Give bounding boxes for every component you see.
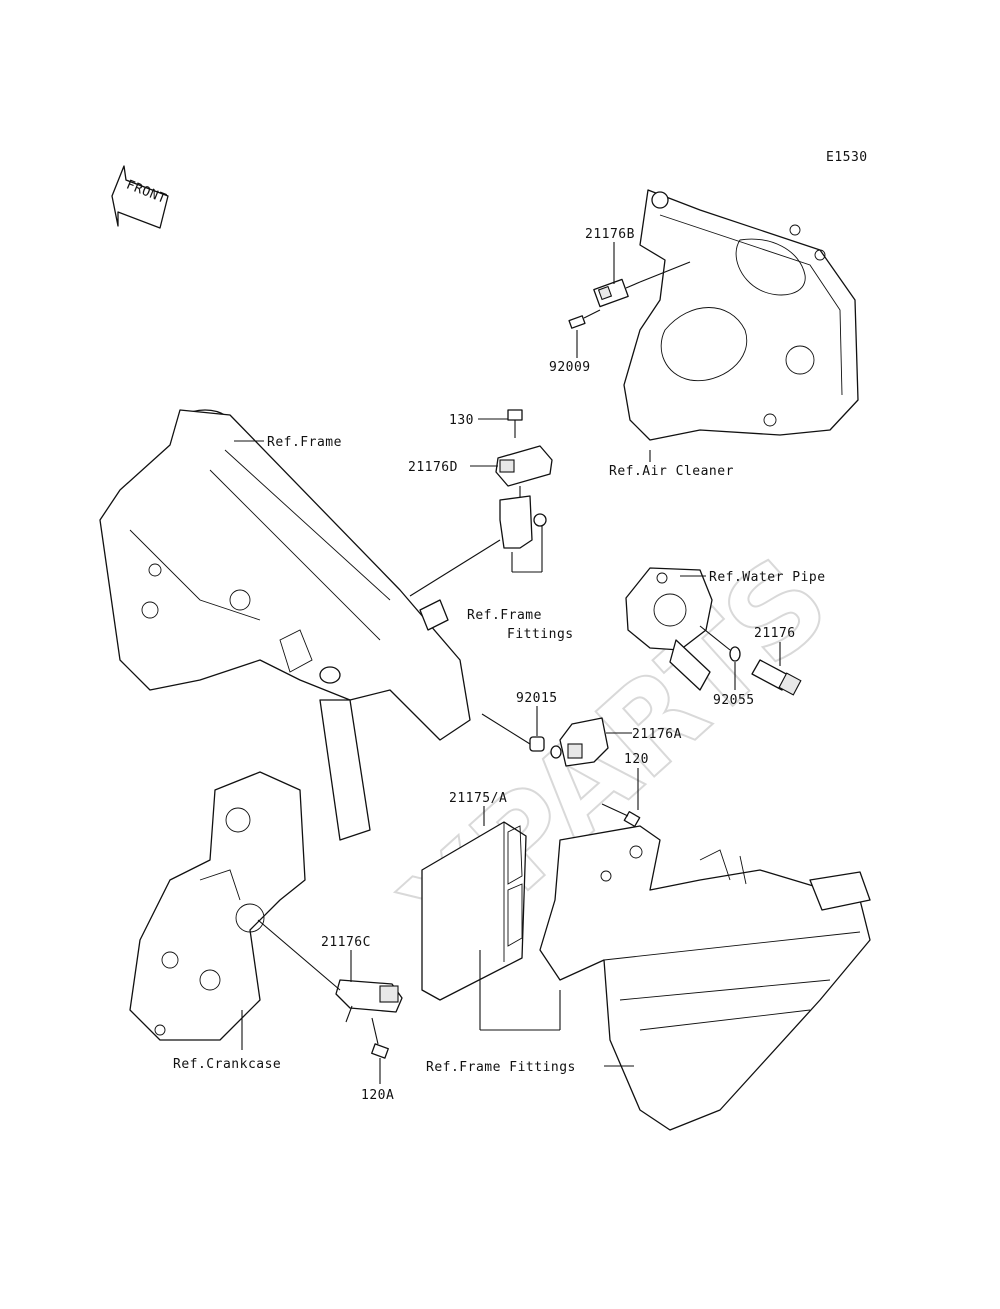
diagram-code: E1530 (826, 150, 868, 165)
label-21176D: 21176D (408, 460, 458, 475)
label-ref-frame-fittings-bottom: Ref.Frame Fittings (426, 1060, 576, 1075)
front-arrow-icon: FRONT (111, 165, 169, 229)
bolt-120 (601, 803, 641, 827)
label-21176A: 21176A (632, 727, 682, 742)
ecu-21175A (421, 821, 527, 1001)
label-92055: 92055 (713, 693, 755, 708)
label-21176C: 21176C (321, 935, 371, 950)
sensor-21176B (593, 278, 641, 308)
label-21175A: 21175/A (449, 791, 507, 806)
bolt-120A (371, 1017, 389, 1059)
label-120A: 120A (361, 1088, 394, 1103)
label-ref-frame-fittings-line2: Fittings (507, 627, 574, 642)
washer-92055 (729, 646, 741, 662)
sensor-21176A (550, 717, 609, 767)
label-120: 120 (624, 752, 649, 767)
label-ref-air-cleaner: Ref.Air Cleaner (609, 464, 734, 479)
frame (99, 409, 471, 841)
sensor-21176D (495, 445, 553, 500)
bracket (499, 495, 547, 573)
label-ref-water-pipe: Ref.Water Pipe (709, 570, 826, 585)
bolt-92009 (568, 309, 601, 329)
label-ref-frame-fittings-line1: Ref.Frame (467, 608, 542, 623)
sensor-21176 (751, 659, 802, 696)
sensor-21176C (335, 979, 403, 1023)
label-21176B: 21176B (585, 227, 635, 242)
label-92009: 92009 (549, 360, 591, 375)
water-pipe-housing (625, 567, 713, 691)
bolt-130 (507, 409, 523, 438)
label-92015: 92015 (516, 691, 558, 706)
crankcase (129, 771, 306, 1041)
air-cleaner-housing (623, 189, 859, 441)
collar-92015 (529, 736, 545, 752)
label-130: 130 (449, 413, 474, 428)
battery-case (539, 825, 871, 1131)
label-ref-frame: Ref.Frame (267, 435, 342, 450)
label-21176: 21176 (754, 626, 796, 641)
label-ref-crankcase: Ref.Crankcase (173, 1057, 281, 1072)
